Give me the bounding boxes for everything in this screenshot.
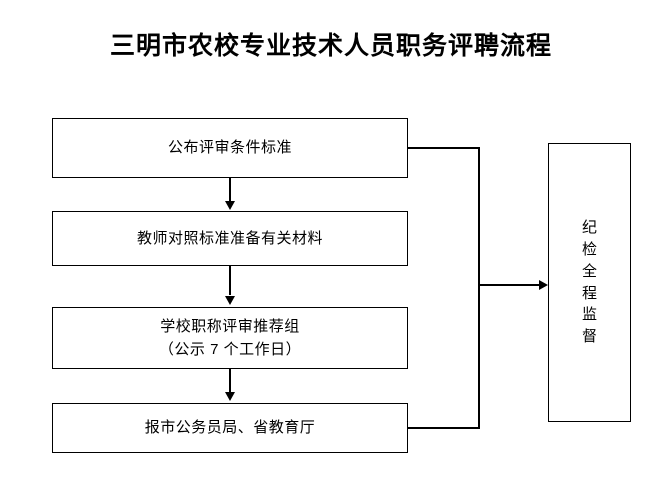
flow-step-report: 报市公务员局、省教育厅	[52, 403, 408, 453]
flow-step-publish: 公布评审条件标准	[52, 118, 408, 178]
connector-publish-to-prepare-arrow	[225, 201, 235, 210]
supervision-char-2: 检	[581, 241, 597, 258]
flow-step-publish-label: 公布评审条件标准	[167, 139, 292, 157]
connector-publish-to-prepare-line	[229, 178, 231, 203]
flow-step-recommend-label-line1: 学校职称评审推荐组	[160, 317, 300, 335]
connector-bracket-bottom	[407, 427, 479, 429]
page-title: 三明市农校专业技术人员职务评聘流程	[109, 33, 552, 60]
flow-step-supervision: 纪 检 全 程 监 督	[548, 143, 631, 422]
supervision-char-1: 纪	[581, 219, 597, 237]
connector-bracket-top	[407, 147, 479, 149]
flow-step-report-label: 报市公务员局、省教育厅	[144, 419, 316, 437]
connector-bracket-spine	[478, 147, 480, 429]
connector-recommend-to-report-arrow	[225, 392, 235, 401]
connector-recommend-to-report-line	[229, 369, 231, 394]
supervision-char-5: 监	[581, 306, 597, 324]
flow-step-recommend-label-line2: （公示 7 个工作日）	[158, 341, 302, 358]
flow-step-prepare: 教师对照标准准备有关材料	[52, 211, 408, 266]
supervision-char-3: 全	[581, 262, 597, 280]
supervision-char-6: 督	[581, 328, 597, 345]
supervision-char-4: 程	[581, 284, 597, 302]
connector-bracket-to-supervision-line	[478, 284, 541, 286]
connector-bracket-to-supervision-arrow	[539, 280, 548, 290]
connector-prepare-to-recommend-arrow	[225, 296, 235, 305]
flow-step-recommend: 学校职称评审推荐组 （公示 7 个工作日）	[52, 307, 408, 369]
connector-prepare-to-recommend-line	[229, 266, 231, 295]
flow-step-prepare-label: 教师对照标准准备有关材料	[136, 229, 323, 247]
flow-step-supervision-label: 纪 检 全 程 监 督	[549, 144, 630, 421]
